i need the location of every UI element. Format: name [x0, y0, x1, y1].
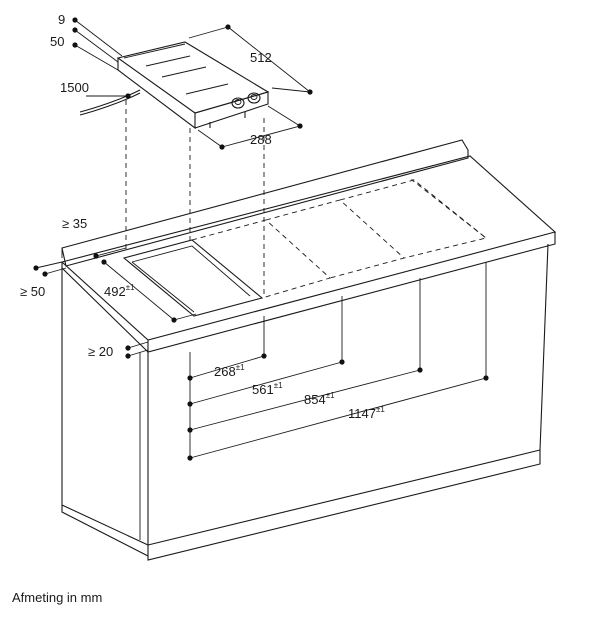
cooktop-dimensions — [72, 17, 313, 150]
label-ge20: ≥ 20 — [88, 344, 113, 359]
label-1147: 1147±1 — [348, 405, 385, 421]
label-854: 854±1 — [304, 391, 335, 407]
label-1500: 1500 — [60, 80, 89, 95]
projection-lines — [125, 100, 265, 298]
label-ge50: ≥ 50 — [20, 284, 45, 299]
label-268: 268±1 — [214, 363, 245, 379]
label-288: 288 — [250, 132, 272, 147]
label-ge35: ≥ 35 — [62, 216, 87, 231]
cooktop — [79, 41, 270, 130]
label-9: 9 — [58, 12, 65, 27]
label-512: 512 — [250, 50, 272, 65]
worktop-dimensions — [33, 247, 489, 461]
dimension-labels: 9 50 1500 512 288 ≥ 35 ≥ 50 492±1 ≥ 20 2… — [20, 12, 385, 421]
label-50-top: 50 — [50, 34, 64, 49]
cabinet — [60, 139, 557, 561]
label-561: 561±1 — [252, 381, 283, 397]
label-492: 492±1 — [104, 283, 135, 299]
caption: Afmeting in mm — [12, 590, 103, 605]
